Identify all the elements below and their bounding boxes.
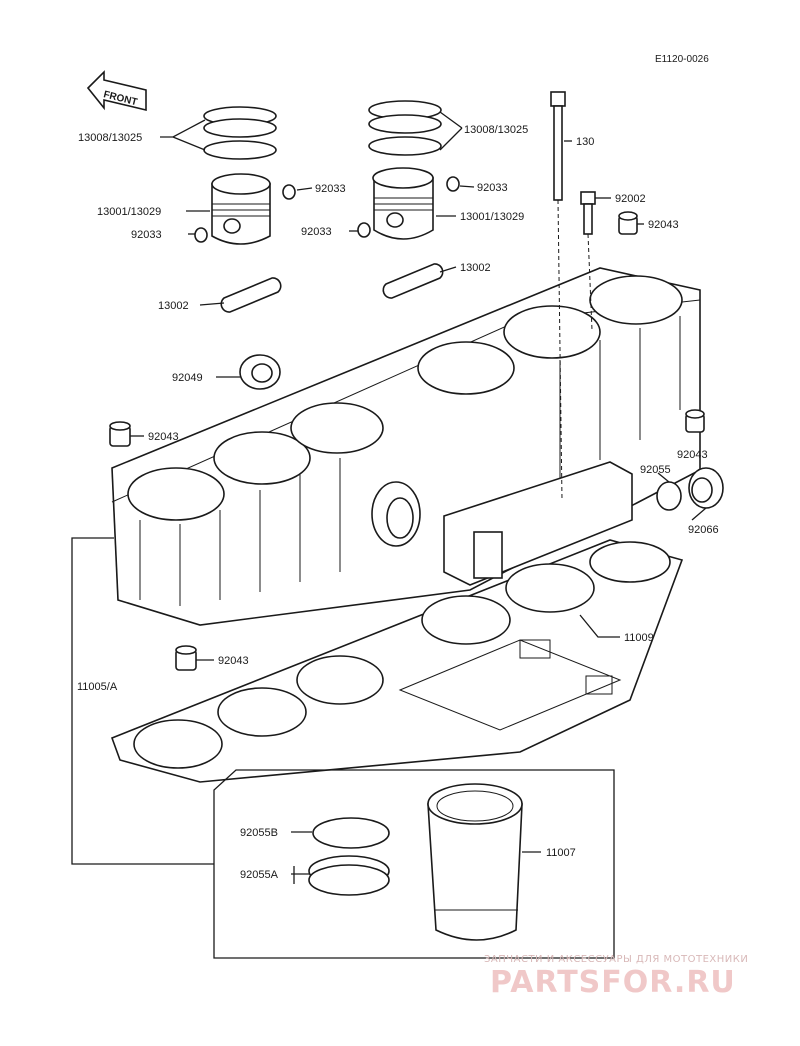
bolt-path-line	[557, 199, 563, 501]
diagram-code: E1120-0026	[655, 54, 709, 65]
label-oring-b: 92055B	[240, 827, 278, 839]
oring-right	[656, 481, 682, 511]
label-clip-left-top: 92033	[315, 183, 346, 195]
clip-left-top	[282, 184, 296, 200]
piston-pin-right	[382, 263, 444, 299]
piston-left	[211, 173, 271, 245]
watermark: ЗАПЧАСТИ И АКСЕССУАРЫ ДЛЯ МОТОТЕХНИКИ PA…	[484, 954, 748, 1000]
label-piston-left: 13001/13029	[97, 206, 161, 218]
front-arrow-icon: FRONT	[86, 70, 147, 112]
label-rings-left: 13008/13025	[78, 132, 142, 144]
label-rings-right: 13008/13025	[464, 124, 528, 136]
piston-right	[372, 167, 434, 240]
piston-rings-left	[203, 106, 277, 160]
label-liner: 11007	[546, 847, 576, 859]
label-seal: 92049	[172, 372, 203, 384]
stud-bolt	[580, 191, 596, 235]
oring-92055b	[312, 817, 390, 849]
piston-rings-right	[368, 100, 442, 156]
stud-path-line	[587, 233, 593, 331]
oil-seal	[239, 354, 281, 390]
head-gasket	[110, 539, 684, 783]
dowel-right	[685, 409, 705, 433]
label-cylinder: 11005/A	[77, 681, 118, 693]
cylinder-liner	[427, 783, 523, 941]
callout-labels: 13008/13025 13008/13025 130 13001/13029 …	[75, 124, 719, 881]
liner-inset-box	[213, 769, 615, 959]
label-pin-left: 13002	[158, 300, 189, 312]
label-pin-right: 13002	[460, 262, 491, 274]
label-clip-left-bottom: 92033	[131, 229, 162, 241]
dowel-bottom	[175, 645, 197, 671]
label-dowel-top-right: 92043	[648, 219, 679, 231]
label-oring-right: 92055	[640, 464, 671, 476]
watermark-tagline: ЗАПЧАСТИ И АКСЕССУАРЫ ДЛЯ МОТОТЕХНИКИ	[484, 954, 748, 965]
watermark-brand: PARTSFOR.RU	[490, 965, 736, 1000]
label-cap-right: 92066	[688, 524, 719, 536]
label-dowel-bottom: 92043	[218, 655, 249, 667]
label-dowel-right: 92043	[677, 449, 708, 461]
leader-lines	[71, 111, 707, 884]
label-clip-right-bottom: 92033	[301, 226, 332, 238]
cylinder-block	[111, 267, 701, 626]
clip-left-bottom	[194, 227, 208, 243]
label-gasket: 11009	[624, 632, 654, 644]
dowel-top-right	[618, 211, 638, 235]
piston-pin-left	[220, 277, 282, 313]
block-fins	[139, 316, 681, 606]
label-clip-right-top: 92033	[477, 182, 508, 194]
cylinder-bores	[127, 275, 683, 521]
long-bolt	[550, 91, 566, 201]
clip-right-top	[446, 176, 460, 192]
center-housing	[371, 461, 633, 586]
label-dowel-left: 92043	[148, 431, 179, 443]
dowel-left	[109, 421, 131, 447]
clip-right-bottom	[357, 222, 371, 238]
label-stud: 92002	[615, 193, 646, 205]
label-oring-a: 92055A	[240, 869, 279, 881]
label-piston-right: 13001/13029	[460, 211, 524, 223]
label-bolt: 130	[576, 136, 594, 148]
cap-right	[688, 467, 724, 509]
